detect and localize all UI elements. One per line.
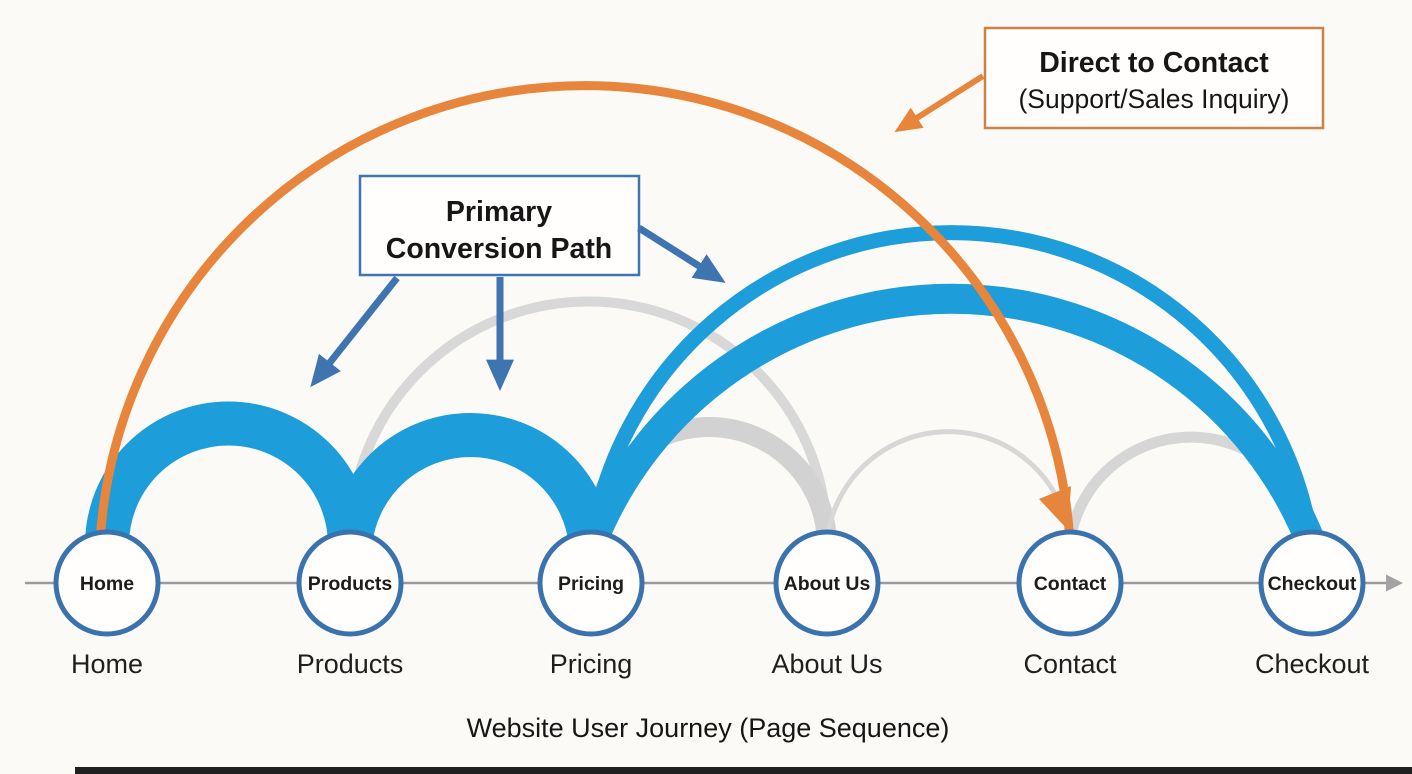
callout-direct-to-contact: Direct to Contact (Support/Sales Inquiry… bbox=[894, 26, 1325, 133]
node-circle-aboutus bbox=[773, 529, 881, 637]
node-checkout: Checkout Checkout bbox=[1255, 529, 1370, 679]
node-caption-home: Home bbox=[71, 649, 143, 679]
node-circle-checkout bbox=[1258, 529, 1366, 637]
callout-primary-line1: Primary bbox=[446, 196, 552, 228]
node-label-contact: Contact bbox=[1034, 573, 1107, 595]
node-label-checkout: Checkout bbox=[1268, 573, 1357, 595]
node-home: Home Home bbox=[53, 529, 161, 679]
callout-direct-box bbox=[983, 26, 1325, 130]
diagram-title: Website User Journey (Page Sequence) bbox=[467, 713, 950, 743]
node-label-products: Products bbox=[308, 573, 393, 595]
timeline-arrowhead-icon bbox=[1386, 574, 1403, 592]
node-caption-products: Products bbox=[297, 649, 404, 679]
callout-direct-line1: Direct to Contact bbox=[1039, 47, 1269, 79]
callout-direct-arrow bbox=[894, 73, 985, 133]
callout-primary-box bbox=[358, 174, 641, 277]
node-caption-checkout: Checkout bbox=[1255, 649, 1370, 679]
node-circle-products bbox=[296, 529, 404, 637]
callout-direct-line2: (Support/Sales Inquiry) bbox=[1018, 84, 1289, 114]
node-pricing: Pricing Pricing bbox=[537, 529, 645, 679]
node-label-pricing: Pricing bbox=[558, 573, 624, 595]
callout-primary-line2: Conversion Path bbox=[386, 233, 612, 265]
callout-primary-conversion-path: Primary Conversion Path bbox=[310, 174, 726, 392]
edge-home-contact-arc bbox=[95, 81, 1075, 543]
node-circle-contact bbox=[1016, 529, 1124, 637]
edge-pricing-checkout-arc-thin bbox=[583, 225, 1320, 547]
edge-products-pricing-arc bbox=[328, 413, 613, 548]
node-caption-contact: Contact bbox=[1023, 649, 1117, 679]
edge-products-aboutus-arc bbox=[345, 296, 832, 541]
edge-home-products-arc bbox=[85, 401, 372, 546]
callout-primary-arrow-left bbox=[310, 275, 400, 388]
node-label-home: Home bbox=[80, 573, 134, 595]
bottom-bar bbox=[75, 767, 1412, 774]
node-contact: Contact Contact bbox=[1016, 529, 1124, 679]
node-label-aboutus: About Us bbox=[784, 573, 871, 595]
node-caption-aboutus: About Us bbox=[771, 649, 882, 679]
callout-primary-arrow-right bbox=[637, 225, 726, 283]
node-aboutus: About Us About Us bbox=[771, 529, 883, 679]
direct-arrowhead-icon bbox=[1039, 486, 1071, 530]
node-products: Products Products bbox=[296, 529, 404, 679]
node-circle-pricing bbox=[537, 529, 645, 637]
edge-aboutus-contact-arc bbox=[824, 429, 1073, 541]
node-caption-pricing: Pricing bbox=[550, 649, 633, 679]
edge-pricing-checkout-arc-thick bbox=[577, 283, 1326, 551]
node-circle-home bbox=[53, 529, 161, 637]
